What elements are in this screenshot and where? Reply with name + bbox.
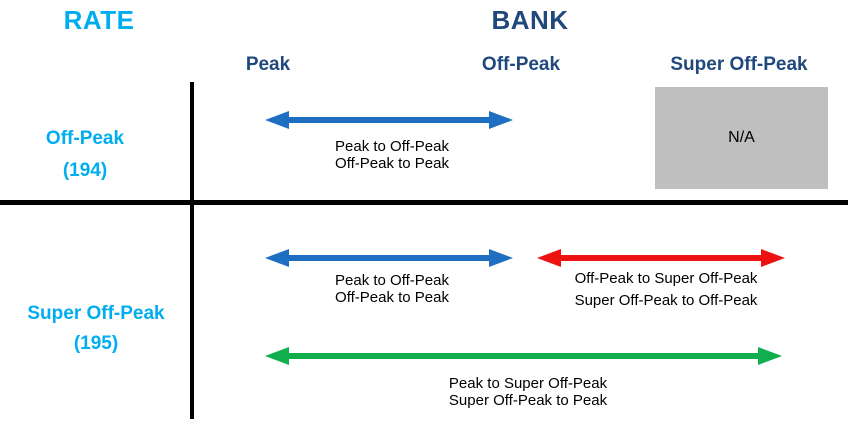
label-line: Super Off-Peak to Peak	[448, 392, 608, 409]
arrowhead-right-icon	[761, 249, 785, 267]
vertical-grid-line	[190, 82, 194, 419]
na-cell-label: N/A	[728, 129, 755, 146]
arrowhead-right-icon	[489, 249, 513, 267]
arrowhead-left-icon	[537, 249, 561, 267]
arrow-shaft	[561, 255, 761, 261]
row-header-super-off-peak: Super Off-Peak	[27, 303, 165, 324]
label-line: Off-Peak to Peak	[335, 155, 449, 172]
label-line: Peak to Super Off-Peak	[448, 375, 608, 392]
horizontal-grid-line	[0, 200, 848, 205]
label-line: Super Off-Peak to Off-Peak	[574, 292, 758, 309]
arrowhead-left-icon	[265, 111, 289, 129]
label-peak-offpeak-row2: Peak to Off-Peak Off-Peak to Peak	[335, 272, 449, 306]
row-code-195: (195)	[73, 333, 119, 354]
arrow-peak-offpeak-row1	[265, 111, 513, 129]
bank-header: BANK	[491, 5, 569, 35]
arrow-peak-superoffpeak	[265, 347, 782, 365]
na-cell: N/A	[655, 87, 828, 189]
row-code-194: (194)	[62, 160, 108, 181]
rate-header: RATE	[63, 5, 135, 35]
arrow-shaft	[289, 353, 758, 359]
label-line: Off-Peak to Peak	[335, 289, 449, 306]
label-peak-offpeak-row1: Peak to Off-Peak Off-Peak to Peak	[335, 138, 449, 172]
arrow-peak-offpeak-row2	[265, 249, 513, 267]
label-line: Off-Peak to Super Off-Peak	[574, 270, 758, 287]
label-peak-superoffpeak: Peak to Super Off-Peak Super Off-Peak to…	[449, 375, 607, 409]
arrow-offpeak-superoffpeak	[537, 249, 785, 267]
arrowhead-right-icon	[489, 111, 513, 129]
label-line: Peak to Off-Peak	[335, 272, 449, 289]
column-header-peak: Peak	[245, 54, 291, 75]
arrowhead-right-icon	[758, 347, 782, 365]
arrowhead-left-icon	[265, 347, 289, 365]
arrow-shaft	[289, 255, 489, 261]
arrowhead-left-icon	[265, 249, 289, 267]
column-header-off-peak: Off-Peak	[481, 54, 561, 75]
arrow-shaft	[289, 117, 489, 123]
row-header-off-peak: Off-Peak	[45, 128, 125, 149]
label-line: Peak to Off-Peak	[335, 138, 449, 155]
column-header-super-off-peak: Super Off-Peak	[670, 54, 808, 75]
label-offpeak-superoffpeak: Off-Peak to Super Off-Peak Super Off-Pea…	[575, 268, 758, 312]
